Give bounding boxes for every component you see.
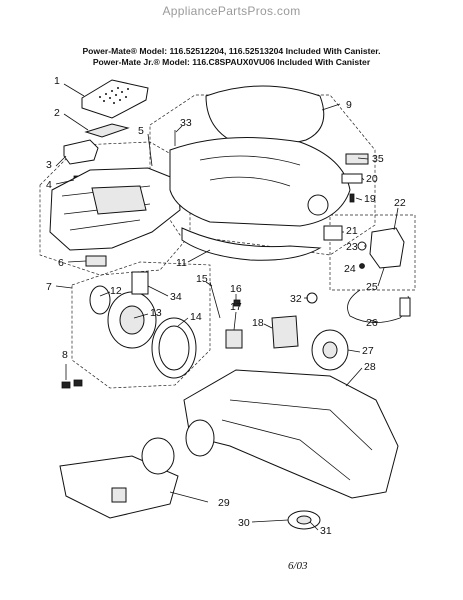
callout-25: 25	[366, 281, 378, 293]
part-28-ribs	[221, 399, 373, 481]
callout-1: 1	[54, 75, 60, 87]
part-1-vent-dots	[99, 87, 129, 104]
part-29-bag-tab	[111, 487, 127, 503]
callout-7: 7	[46, 281, 52, 293]
part-9-canister-top	[205, 85, 325, 146]
callout-4: 4	[46, 179, 52, 191]
callout-3: 3	[46, 159, 52, 171]
part-17-capacitor	[225, 329, 243, 349]
callout-19: 19	[364, 193, 376, 205]
callout-13: 13	[150, 307, 162, 319]
callout-5: 5	[138, 125, 144, 137]
callout-2: 2	[54, 107, 60, 119]
group-outline-motor	[71, 261, 211, 389]
callout-20: 20	[366, 173, 378, 185]
part-12-motor-mount	[89, 285, 111, 315]
callout-30: 30	[238, 517, 250, 529]
callout-15: 15	[196, 273, 208, 285]
group-outline-hose-bracket	[329, 214, 416, 291]
callout-23: 23	[346, 241, 358, 253]
part-3-latch	[63, 139, 99, 165]
header-line-2: Power-Mate Jr.® Model: 116.C8SPAUX0VU06 …	[92, 57, 371, 67]
callout-31: 31	[320, 525, 332, 537]
callout-16: 16	[230, 283, 242, 295]
callout-labels: 1 2 3 4 5 6 7 8 9 11 12 13 14 15 16 17 1…	[46, 75, 406, 537]
callout-17: 17	[230, 301, 242, 313]
part-28-intake	[185, 419, 215, 457]
callout-11: 11	[176, 257, 187, 269]
callout-27: 27	[362, 345, 374, 357]
callout-9: 9	[346, 99, 352, 111]
part-15-wire	[209, 281, 221, 319]
callout-33: 33	[180, 117, 192, 129]
part-6-seal	[85, 255, 107, 267]
part-29-bag-collar	[141, 437, 175, 475]
callout-32: 32	[290, 293, 302, 305]
part-9-detail	[199, 155, 301, 187]
callout-6: 6	[58, 257, 64, 269]
part-9-top-shell	[169, 137, 351, 227]
part-2-filter	[84, 123, 130, 138]
callout-8: 8	[62, 349, 68, 361]
part-5-filter-chamber	[91, 185, 147, 215]
part-18-filter-pad	[271, 315, 299, 349]
part-8-screw-a	[61, 381, 71, 389]
part-19-screw	[349, 193, 355, 203]
callout-34: 34	[170, 291, 182, 303]
part-21-bracket	[323, 225, 343, 241]
part-9-cord-reel-button	[307, 194, 329, 216]
revision-date: 6/03	[288, 560, 308, 572]
part-24-pin	[359, 263, 365, 269]
part-32-cap	[306, 292, 318, 304]
part-13-motor-hub	[119, 305, 145, 335]
part-22-hose-latch	[369, 227, 405, 269]
callout-28: 28	[364, 361, 376, 373]
part-28-canister-base	[183, 369, 399, 499]
callout-29: 29	[218, 497, 230, 509]
callout-24: 24	[344, 263, 356, 275]
part-1-filter-cover	[81, 79, 149, 119]
part-26-plug	[399, 297, 411, 317]
callout-18: 18	[252, 317, 264, 329]
callout-21: 21	[346, 225, 358, 237]
header-line-1: Power-Mate® Model: 116.52512204, 116.525…	[82, 46, 381, 56]
part-8-screw-b	[73, 379, 83, 387]
part-27-hub	[322, 341, 338, 359]
callout-14: 14	[190, 311, 202, 323]
part-16-clip	[233, 299, 241, 307]
leader-lines	[55, 83, 399, 531]
part-14-gasket-inner	[158, 325, 190, 371]
part-34-bracket	[131, 271, 149, 295]
site-watermark: AppliancePartsPros.com	[162, 4, 301, 18]
part-29-dust-bag	[59, 455, 179, 519]
callout-35: 35	[372, 153, 384, 165]
part-20-switch	[341, 173, 363, 184]
part-11-bumper	[181, 227, 322, 261]
callout-26: 26	[366, 317, 378, 329]
part-31-caster-pin	[296, 515, 312, 525]
callout-12: 12	[110, 285, 122, 297]
callout-22: 22	[394, 197, 406, 209]
